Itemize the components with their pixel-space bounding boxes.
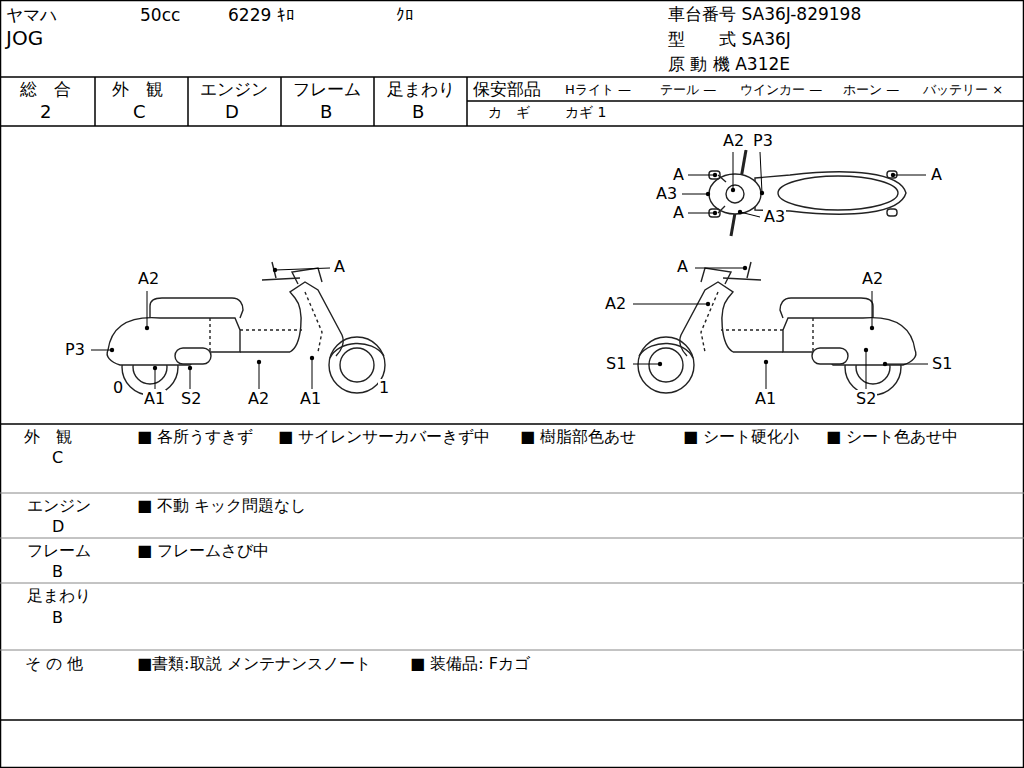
damage-code: A1 [143, 390, 166, 408]
damage-code: A [672, 166, 685, 184]
damage-code: S1 [605, 355, 627, 373]
section-header: そ の 他 [25, 655, 83, 673]
damage-code: A1 [299, 390, 322, 408]
grade-header: エンジン [200, 80, 268, 100]
damage-code: A2 [137, 270, 160, 288]
remark: ■ サイレンサーカバーきず中 [278, 428, 490, 446]
grade-value: D [225, 102, 239, 123]
grade-header: フレーム [293, 80, 361, 100]
grade-header: 足まわり [387, 80, 455, 100]
damage-code: S2 [855, 390, 877, 408]
grade-value: 2 [40, 102, 51, 123]
grade-header: 外 観 [112, 80, 163, 100]
damage-code: A2 [722, 132, 745, 150]
damage-code: S2 [180, 390, 202, 408]
remark: ■書類:取説 メンテナンスノート [137, 655, 371, 673]
damage-code: A3 [655, 185, 678, 203]
view-number: 0 [112, 379, 124, 397]
maker: ヤマハ [6, 6, 57, 26]
displacement: 50cc [140, 6, 180, 26]
damage-code: A2 [247, 390, 270, 408]
safety-item: ホーン — [843, 83, 899, 98]
mileage: 6229 ｷﾛ [228, 6, 295, 26]
damage-code: P3 [64, 341, 86, 359]
frame-number: 車台番号 SA36J-829198 [668, 5, 861, 25]
damage-code: A [333, 258, 346, 276]
key-value: カギ 1 [565, 104, 606, 120]
section-header: エンジン [27, 497, 91, 515]
grade-value: B [412, 102, 424, 123]
section-grade: B [52, 563, 63, 581]
section-grade: D [52, 518, 64, 536]
view-number: 1 [378, 379, 390, 397]
remark: ■ フレームさび中 [137, 542, 269, 560]
key-header: カ ギ [488, 104, 530, 120]
remark: ■ 各所うすきず [137, 428, 253, 446]
section-header: 足まわり [27, 587, 91, 605]
engine-code: 原 動 機 A312E [668, 55, 790, 75]
damage-code: A1 [754, 390, 777, 408]
damage-code: S1 [931, 355, 953, 373]
damage-code: P3 [752, 132, 774, 150]
section-grade: C [52, 449, 63, 467]
safety-item: Hライト — [565, 83, 631, 98]
safety-item: ウインカー — [740, 83, 822, 98]
damage-code: A3 [763, 208, 786, 226]
remark: ■ 不動 キック問題なし [137, 497, 306, 515]
safety-item: テール — [660, 83, 716, 98]
grade-value: B [320, 102, 332, 123]
remark: ■ シート色あせ中 [826, 428, 958, 446]
color: ｸﾛ [396, 6, 414, 26]
model-name: JOG [6, 27, 43, 50]
section-header: フレーム [27, 542, 91, 560]
model-code: 型 式 SA36J [668, 30, 791, 50]
damage-code: A2 [604, 295, 627, 313]
safety-item: バッテリー × [923, 83, 1003, 98]
section-header: 外 観 [24, 428, 72, 446]
remark: ■ シート硬化小 [683, 428, 799, 446]
damage-code: A2 [861, 270, 884, 288]
safety-header: 保安部品 [473, 80, 541, 100]
section-grade: B [52, 609, 63, 627]
remark: ■ 樹脂部色あせ [520, 428, 636, 446]
grade-value: C [133, 102, 146, 123]
damage-code: A [676, 258, 689, 276]
remark: ■ 装備品: Fカゴ [410, 655, 530, 673]
grade-header: 総 合 [20, 80, 71, 100]
damage-code: A [930, 166, 943, 184]
damage-code: A [672, 204, 685, 222]
